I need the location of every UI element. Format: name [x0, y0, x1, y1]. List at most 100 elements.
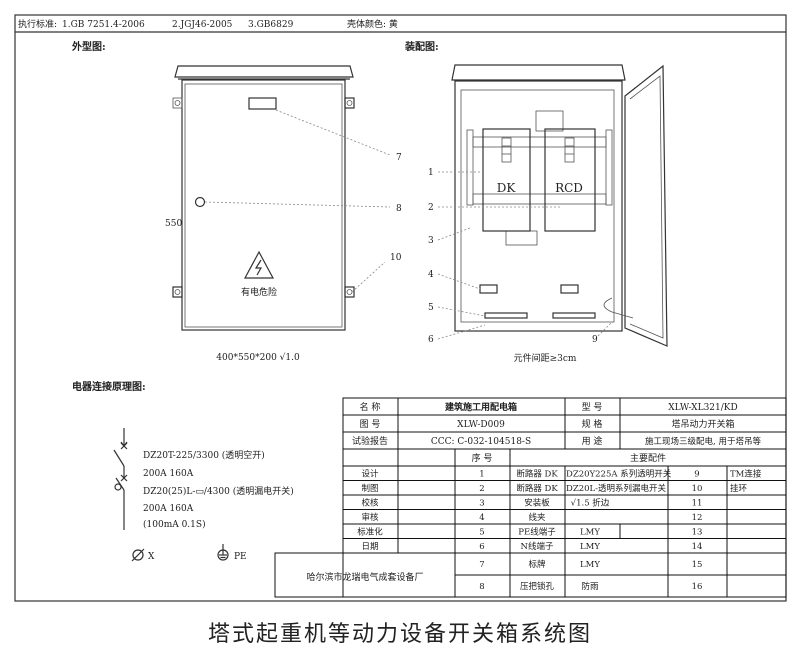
test-report-value: CCC: C-032-104518-S	[431, 437, 531, 447]
part-no: 7	[479, 560, 484, 570]
wire-clamp	[560, 284, 579, 294]
part-no: 5	[479, 527, 484, 537]
part-no: 6	[479, 542, 484, 552]
signoff-label: 日期	[361, 542, 378, 552]
circuit-line-5: (100mA 0.1S)	[143, 519, 206, 530]
spec-value: 塔吊动力开关箱	[671, 418, 734, 430]
circuit-line-4: 200A 160A	[143, 504, 194, 514]
part-name2: TM连接	[730, 468, 762, 479]
exterior-title: 外型图:	[71, 40, 106, 53]
signoff-field[interactable]	[399, 496, 454, 509]
part-no: 3	[479, 498, 484, 508]
circuit-line-1: DZ20T-225/3300 (透明空开)	[143, 449, 265, 461]
use-label: 用 途	[582, 435, 603, 447]
standards-header: 执行标准: 1.GB 7251.4-2006 2.JGJ46-2005 3.GB…	[18, 18, 398, 30]
shell-color: 壳体颜色: 黄	[347, 18, 398, 30]
part-spec: LMY	[580, 542, 600, 552]
part-name: PE线端子	[518, 526, 556, 537]
lock-hole	[194, 196, 206, 208]
assembly-callouts: 1 2 3 4 5 6 9	[428, 168, 613, 345]
part-name: N线端子	[521, 541, 554, 552]
pe-label: PE	[234, 552, 247, 562]
signoff-field[interactable]	[399, 467, 454, 480]
size-note: 400*550*200 √1.0	[216, 352, 300, 363]
company-name: 哈尔滨市龙瑞电气成套设备厂	[306, 571, 423, 583]
name-value: 建筑施工用配电箱	[445, 401, 517, 413]
part-no2: 15	[692, 560, 703, 570]
circuit-title: 电器连接原理图:	[72, 380, 146, 393]
assembly-view: 装配图: DK RCD 1 2 3	[404, 40, 668, 364]
part-spec: DZ20L-透明系列漏电开关	[566, 483, 667, 494]
callout-8: 8	[396, 204, 402, 214]
standard-label: 执行标准:	[18, 18, 57, 30]
callout-7: 7	[396, 153, 402, 163]
signoff-field[interactable]	[399, 511, 454, 524]
signoff-label: 制图	[361, 483, 378, 494]
parts-header: 主要配件	[630, 452, 666, 464]
signoff-label: 审核	[361, 512, 379, 523]
callout-6: 6	[428, 335, 434, 345]
height-dimension: 550	[165, 219, 182, 229]
part-name: 断路器 DK	[516, 468, 558, 479]
use-value: 施工现场三级配电, 用于塔吊等	[645, 436, 761, 447]
drawing-frame	[14, 14, 787, 602]
signoff-field[interactable]	[399, 525, 454, 538]
ground-symbol-icon	[217, 544, 229, 561]
nameplate	[248, 97, 277, 110]
part-spec: LMY	[580, 560, 600, 570]
open-door	[624, 64, 668, 347]
assembly-title: 装配图:	[404, 40, 439, 53]
part-no2: 12	[692, 513, 703, 523]
model-label: 型 号	[582, 402, 603, 413]
part-no2: 14	[692, 542, 703, 552]
callout-1: 1	[428, 168, 434, 178]
cabinet-body	[181, 79, 346, 331]
part-name: 压把锁孔	[520, 581, 555, 592]
name-label: 名 称	[360, 401, 381, 413]
drawing-number-value: XLW-D009	[457, 420, 505, 430]
din-rail	[466, 129, 474, 206]
breaker-symbol-icon	[113, 428, 128, 530]
drawing-number-label: 图 号	[360, 419, 381, 430]
part-name: 线夹	[528, 512, 546, 523]
part-no2: 11	[692, 498, 703, 508]
part-spec: √1.5 折边	[571, 497, 610, 508]
signoff-field[interactable]	[399, 482, 454, 495]
part-no: 2	[479, 484, 484, 494]
circuit-line-3: DZ20(25)L-▭/4300 (透明漏电开关)	[143, 485, 294, 497]
test-report-label: 试验报告	[352, 435, 388, 447]
circuit-diagram: 电器连接原理图: DZ20T-225/3300 (透明空开) 200A 160A…	[72, 380, 294, 562]
circuit-line-2: 200A 160A	[143, 469, 194, 479]
part-no2: 10	[692, 484, 703, 494]
part-no: 1	[479, 469, 484, 479]
spec-label: 规 格	[582, 418, 603, 430]
wire-clamp	[479, 284, 498, 294]
n-terminal	[552, 312, 596, 319]
callout-4: 4	[428, 270, 434, 280]
rcd-label: RCD	[555, 181, 583, 195]
part-no2: 13	[692, 527, 703, 537]
din-rail	[605, 129, 613, 206]
breaker-rcd	[544, 128, 596, 232]
signoff-field[interactable]	[399, 540, 454, 553]
part-name: 断路器 DK	[516, 483, 558, 494]
part-spec: 防雨	[581, 581, 599, 592]
cabinet-body	[454, 80, 623, 332]
part-no2: 16	[692, 582, 703, 592]
model-value: XLW-XL321/KD	[668, 403, 737, 413]
breaker-dk	[482, 128, 531, 232]
callout-9: 9	[592, 335, 598, 345]
high-voltage-warning-icon	[243, 250, 275, 279]
title-block: 名 称 建筑施工用配电箱 型 号 XLW-XL321/KD 图 号 XLW-D0…	[274, 397, 787, 598]
signoff-label: 设计	[361, 468, 379, 479]
part-no: 8	[479, 582, 484, 592]
exterior-view: 外型图: 有电危险 550 7 8 10 400*550*200 √1.0	[71, 40, 402, 363]
part-no: 4	[479, 513, 484, 523]
mounting-lug-icon	[172, 97, 355, 298]
callout-10: 10	[390, 253, 402, 263]
warning-text: 有电危险	[241, 286, 277, 298]
callout-2: 2	[428, 203, 434, 213]
standard-2: 2.JGJ46-2005	[172, 20, 233, 30]
drawing-title: 塔式起重机等动力设备开关箱系统图	[208, 622, 592, 647]
seq-header: 序 号	[472, 452, 493, 464]
